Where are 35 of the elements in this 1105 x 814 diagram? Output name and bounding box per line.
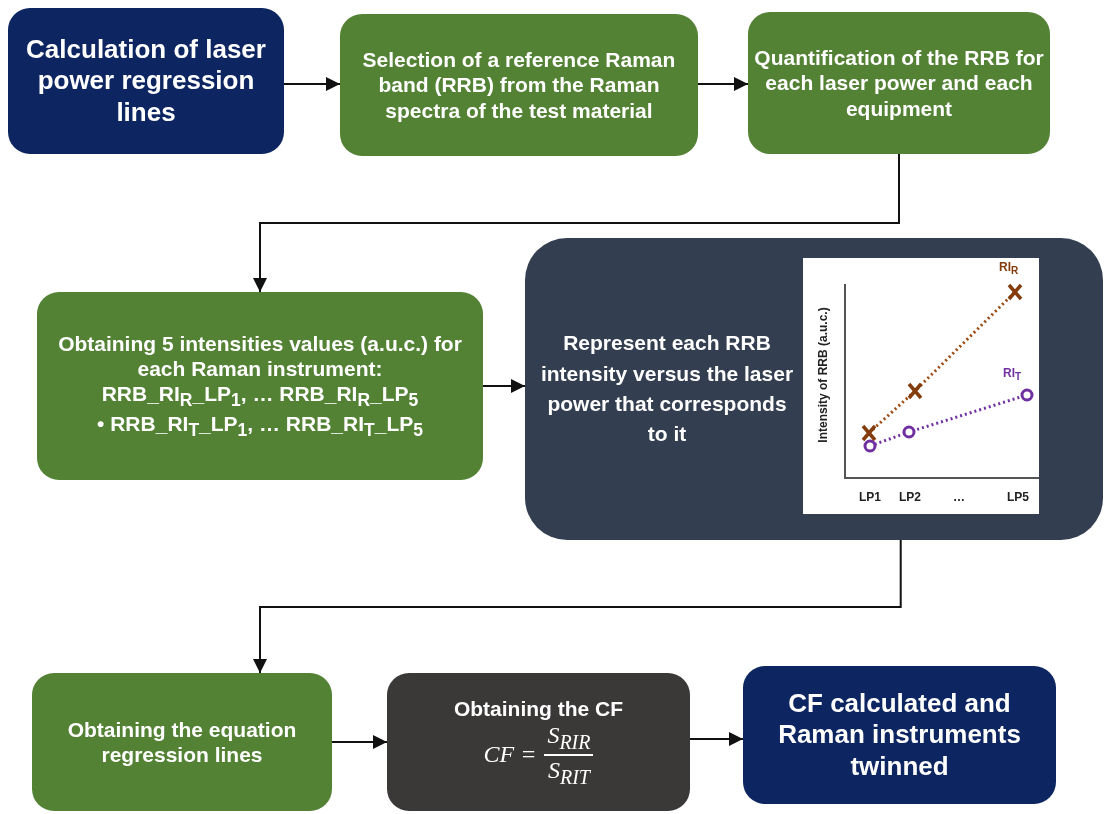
arrow [331,735,388,749]
node-text: RRB_RI$_{R}$_LP$_{1}$, … RRB_RI$_{R}$_LP$_{5}$ [101,381,419,412]
process-panel [525,238,1103,540]
node-text: Obtaining 5 intensities values (a.u.c.) for each Raman instrument: [57,330,463,381]
process-box [32,673,332,811]
node-title: Obtaining the CF [453,695,624,721]
tick-label: LP1 [859,490,881,504]
node-text: CF calculated and Raman instruments twinned [777,688,1022,782]
arrow [689,732,744,746]
process-box [340,14,698,156]
node-text: Obtaining the equation regression lines [66,716,298,768]
node-text: • RRB_RI$_{T}$_LP$_{1}$, … RRB_RI$_{T}$_LP$_{5}$ [97,411,423,442]
formula-text: CF = [483,740,537,769]
tick-label: LP5 [1007,490,1029,504]
tick-label: LP2 [899,490,921,504]
process-box [748,12,1050,154]
node-text: Calculation of laser power regression lines [25,34,267,128]
start-box [8,8,284,154]
formula-numerator: S$_{RIR}$ [544,720,594,756]
arrow [482,379,526,393]
node-text: Selection of a reference Raman band (RRB) from the Raman spectra of the test material [361,47,677,123]
end-box [743,666,1056,804]
formula-denominator: S$_{RIT}$ [547,755,590,789]
arrow [697,77,749,91]
process-box [37,292,483,480]
node-text: Represent each RRB intensity versus the laser power that corresponds to it [539,330,795,448]
series-label: RI$_{R}$ [999,260,1019,277]
arrow [253,539,902,674]
arrow [283,77,341,91]
axis-title: Intensity of RRB (a.u.c.) [816,306,830,445]
node-text: Quantification of the RRB for each laser power and each equipment [753,45,1045,121]
arrow [253,153,900,293]
formula-box [387,673,690,811]
tick-label: … [953,490,965,504]
series-label: RI$_{T}$ [1003,366,1022,383]
